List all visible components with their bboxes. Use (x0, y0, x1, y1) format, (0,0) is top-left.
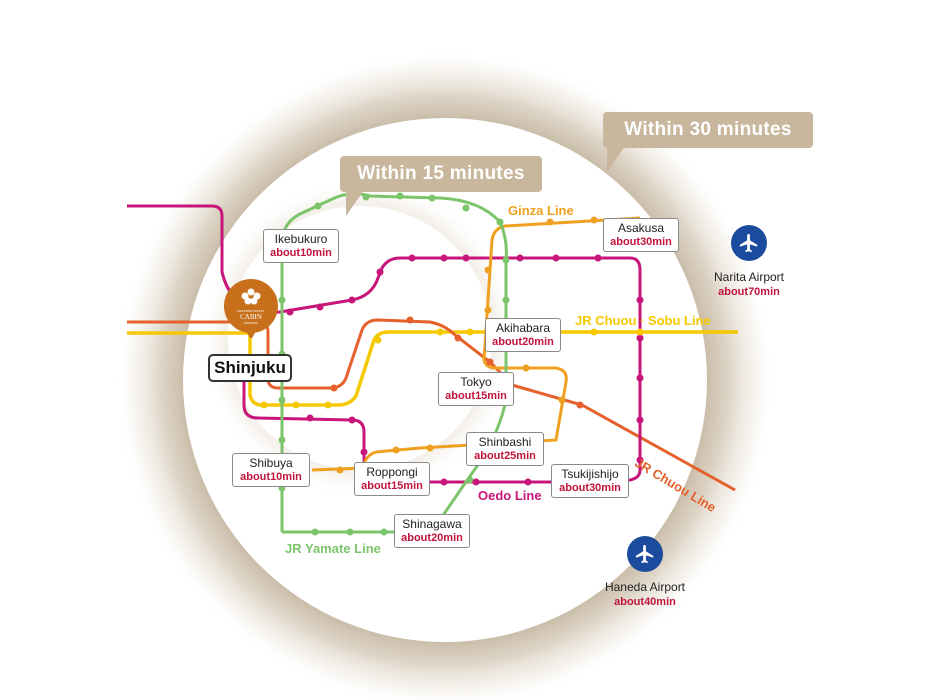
shinjuku-hub[interactable]: Shinjuku (208, 354, 292, 382)
hotel-logo-text-3: SHINJUKU (244, 321, 260, 325)
ginza-line-label: Ginza Line (508, 203, 574, 218)
station-tsukijishijo[interactable]: Tsukijishijo about30min (551, 464, 629, 498)
station-tokyo[interactable]: Tokyo about15min (438, 372, 514, 406)
station-time: about30min (559, 481, 621, 494)
station-shibuya[interactable]: Shibuya about10min (232, 453, 310, 487)
station-shinbashi[interactable]: Shinbashi about25min (466, 432, 544, 466)
oedo-line (127, 204, 642, 484)
inner-zone-label: Within 15 minutes (340, 156, 542, 216)
station-time: about20min (492, 335, 554, 348)
narita-airport-name: Narita Airport (713, 270, 785, 284)
inner-zone-label-tail (346, 190, 364, 216)
station-dots (260, 192, 644, 536)
station-time: about30min (610, 235, 672, 248)
narita-airport-time: about70min (718, 286, 780, 298)
station-name: Ikebukuro (274, 232, 328, 246)
haneda-airport-time: about40min (614, 596, 676, 608)
station-ikebukuro[interactable]: Ikebukuro about10min (263, 229, 339, 263)
station-time: about15min (361, 479, 423, 492)
oedo-line-label: Oedo Line (478, 488, 542, 503)
station-time: about15min (445, 389, 507, 402)
outer-zone-label: Within 30 minutes (603, 112, 813, 172)
station-name: Shinagawa (402, 517, 462, 531)
outer-zone-label-text: Within 30 minutes (624, 119, 792, 140)
outer-zone-label-tail (607, 146, 625, 172)
inner-zone-label-text: Within 15 minutes (357, 163, 525, 184)
hotel-logo-text-1: PREMIER HOTEL (237, 309, 265, 313)
station-time: about25min (474, 449, 536, 462)
airplane-icon[interactable] (627, 536, 663, 572)
station-asakusa[interactable]: Asakusa about30min (603, 218, 679, 252)
ginza-line (311, 216, 641, 472)
station-roppongi[interactable]: Roppongi about15min (354, 462, 430, 496)
chuo-sobu-line (127, 330, 738, 407)
hotel-logo-text-2: CABIN (240, 313, 262, 321)
station-time: about10min (240, 470, 302, 483)
hotel-logo-marker: PREMIER HOTEL CABIN SHINJUKU (224, 279, 278, 338)
station-time: about10min (270, 246, 332, 259)
station-name: Shibuya (249, 456, 293, 470)
station-name: Shinbashi (478, 435, 532, 449)
station-name: Asakusa (617, 221, 665, 235)
station-time: about20min (401, 531, 463, 544)
airplane-icon[interactable] (731, 225, 767, 261)
station-name: Akihabara (495, 321, 551, 335)
station-name: Tokyo (460, 375, 492, 389)
station-name: Tsukijishijo (561, 467, 619, 481)
shinjuku-hub-label: Shinjuku (214, 358, 286, 377)
station-name: Roppongi (366, 465, 418, 479)
yamate-line-label: JR Yamate Line (285, 541, 381, 556)
station-akihabara[interactable]: Akihabara about20min (485, 318, 561, 352)
haneda-airport-name: Haneda Airport (604, 580, 686, 594)
chuo-sobu-line-label: JR Chuou · Sobu Line (575, 313, 711, 328)
station-shinagawa[interactable]: Shinagawa about20min (394, 514, 470, 548)
